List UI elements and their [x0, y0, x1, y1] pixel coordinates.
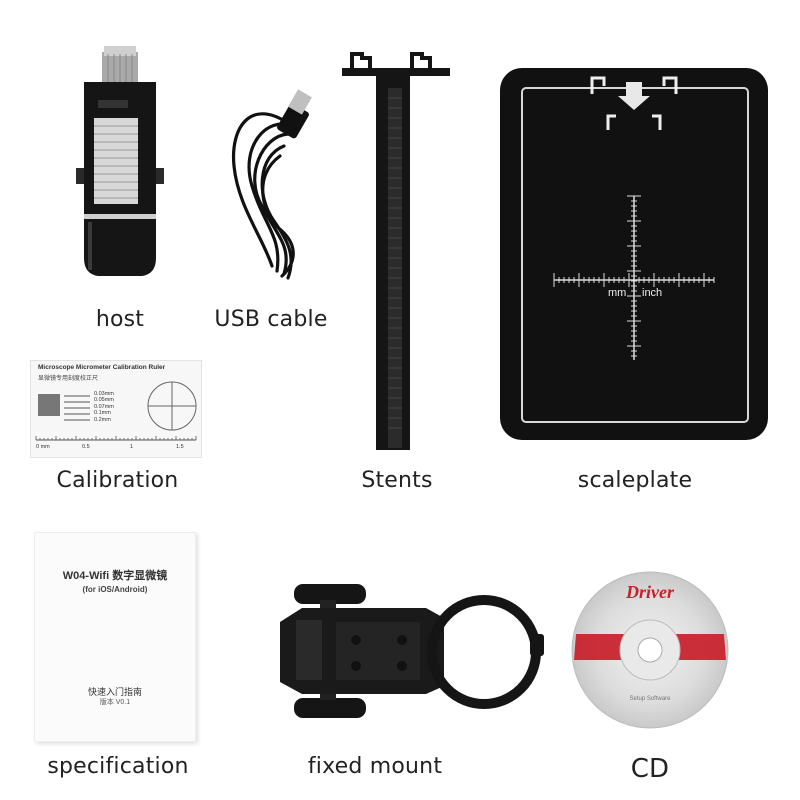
fixed-mount-caption: fixed mount [307, 754, 443, 779]
calibration-caption: Calibration [56, 468, 179, 493]
calibration-value: 0.03mm [94, 391, 114, 397]
specification-guide: 快速入门指南 [87, 687, 142, 697]
stents-caption: Stents [361, 468, 433, 493]
cd-caption: CD [630, 754, 670, 784]
calibration-scale-label: 0.5 [82, 444, 90, 450]
calibration-card: Microscope Micrometer Calibration Ruler … [29, 359, 203, 459]
specification-version: 版本 V0.1 [99, 699, 131, 706]
calibration-scale-label: 1 [130, 444, 134, 450]
specification-title: W04-Wifi 数字显微镜 [62, 570, 168, 582]
specification-booklet: W04-Wifi 数字显微镜 (for iOS/Android) 快速入门指南 … [34, 532, 196, 742]
cd-small-label: Setup Software [629, 696, 671, 702]
scaleplate-inch-label: inch [642, 287, 663, 299]
calibration-values: 0.03mm 0.05mm 0.07mm 0.1mm 0.2mm [94, 391, 114, 423]
cd-image: Driver Setup Software [570, 570, 730, 730]
usb-cable-caption: USB cable [214, 307, 328, 332]
calibration-value: 0.1mm [94, 410, 111, 417]
usb-cable-image [222, 86, 322, 286]
specification-subtitle: (for iOS/Android) [82, 585, 148, 594]
specification-caption: specification [47, 754, 189, 779]
host-caption: host [95, 307, 145, 332]
scaleplate-mm-label: mm [608, 287, 627, 299]
host-image [60, 38, 180, 288]
calibration-scale-label: 1.5 [176, 444, 184, 450]
calibration-card-subtitle: 显微镜专用刻度校正尺 [38, 376, 99, 382]
fixed-mount-image [276, 578, 548, 724]
cd-driver-label: Driver [626, 582, 674, 602]
scaleplate-image: mm inch [500, 68, 768, 440]
scaleplate-caption: scaleplate [577, 468, 693, 493]
calibration-value: 0.2mm [94, 416, 111, 423]
calibration-scale-label: 0 mm [36, 444, 50, 450]
calibration-value: 0.07mm [94, 403, 114, 410]
calibration-value: 0.05mm [94, 397, 114, 404]
calibration-card-title: Microscope Micrometer Calibration Ruler [38, 364, 166, 371]
stents-image [340, 48, 454, 456]
